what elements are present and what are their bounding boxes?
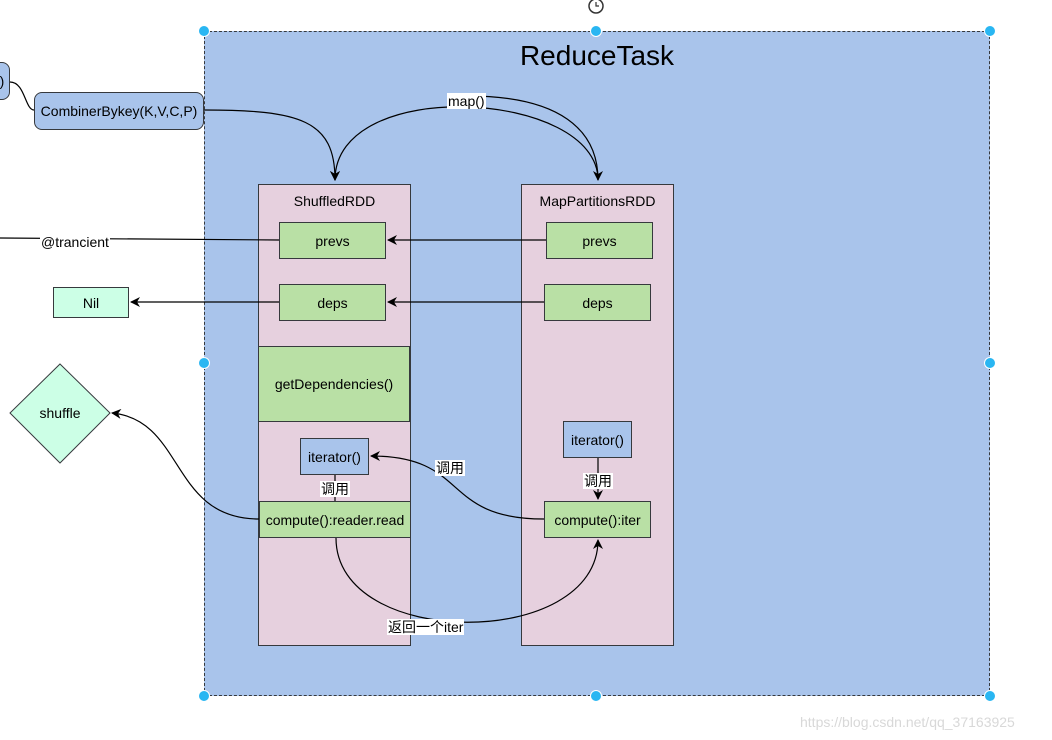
call-right-label: 调用	[583, 473, 613, 489]
mappartitions-iterator-box[interactable]: iterator()	[563, 421, 632, 458]
shuffled-prevs-box[interactable]: prevs	[279, 222, 386, 259]
return-iter-edge	[335, 537, 603, 623]
mappartitions-compute-box[interactable]: compute():iter	[544, 501, 651, 538]
map-partitions-rdd-lane[interactable]	[521, 184, 674, 646]
mappartitions-prevs-box[interactable]: prevs	[546, 222, 653, 259]
watermark-text: https://blog.csdn.net/qq_37163925	[800, 714, 1015, 730]
compute-to-shuffle-edge	[111, 408, 260, 520]
combiner-bykey-box[interactable]: CombinerBykey(K,V,C,P)	[34, 92, 204, 130]
selection-handle-mr[interactable]	[984, 357, 996, 369]
selection-handle-ml[interactable]	[198, 357, 210, 369]
nil-box[interactable]: Nil	[53, 287, 129, 318]
selection-handle-tc[interactable]	[590, 25, 602, 37]
combiner-to-shuffled-edge	[203, 109, 340, 181]
call-mid-label: 调用	[435, 460, 465, 476]
map-curve-edge-right	[467, 95, 603, 181]
shuffle-label: shuffle	[39, 405, 81, 421]
selection-handle-bl[interactable]	[198, 690, 210, 702]
call-left-label: 调用	[320, 481, 350, 497]
trancient-edge-label: @trancient	[40, 234, 110, 250]
return-iter-label: 返回一个iter	[387, 619, 465, 635]
selection-handle-tr[interactable]	[984, 25, 996, 37]
map-edge-label: map()	[447, 93, 486, 109]
get-dependencies-box[interactable]: getDependencies()	[258, 346, 410, 422]
rotate-icon[interactable]	[588, 0, 604, 14]
shuffled-deps-box[interactable]: deps	[279, 284, 386, 321]
partial-to-combiner-edge	[9, 81, 35, 111]
shuffled-iterator-box[interactable]: iterator()	[300, 438, 369, 475]
mappartitions-deps-box[interactable]: deps	[544, 284, 651, 321]
selection-handle-bc[interactable]	[590, 690, 602, 702]
map-partitions-rdd-title: MapPartitionsRDD	[539, 193, 656, 209]
shuffled-compute-box[interactable]: compute():reader.read	[259, 501, 411, 538]
reduce-task-title: ReduceTask	[519, 40, 675, 71]
selection-handle-tl[interactable]	[198, 25, 210, 37]
shuffled-rdd-title: ShuffledRDD	[293, 193, 376, 209]
mp-compute-to-shuffled-iterator-edge	[370, 451, 545, 520]
shuffle-diamond[interactable]	[9, 363, 111, 464]
selection-handle-br[interactable]	[984, 690, 996, 702]
map-curve-edge	[330, 106, 599, 181]
